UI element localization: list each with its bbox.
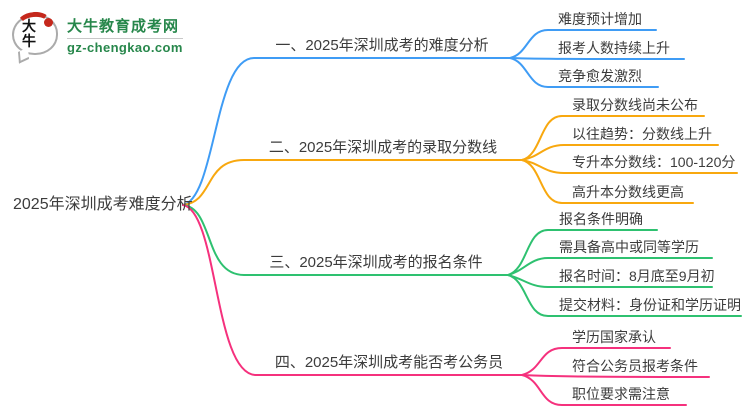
leaf-node: 报名时间：8月底至9月初 [559,268,715,284]
branch-1-leaf-2-line [509,57,685,60]
branch-2-leaf-2-line [521,144,719,161]
site-logo: 大牛 大牛教育成考网 gz-chengkao.com [12,10,183,55]
leaf-node: 提交材料：身份证和学历证明 [559,297,741,313]
branch-1-leaf-1-line [509,29,657,59]
branch-node-3: 三、2025年深圳成考的报名条件 [269,254,483,271]
branch-4-leaf-3-line [521,374,687,406]
leaf-node: 需具备高中或同等学历 [559,239,699,255]
branch-3-leaf-4-line [507,274,742,317]
branch-2-leaf-1-line [521,115,705,161]
leaf-node: 专升本分数线：100-120分 [572,154,736,170]
branch-4-leaf-2-line [521,374,710,378]
logo-bubble-icon: 大牛 [12,10,58,55]
logo-divider [67,37,183,39]
branch-node-4: 四、2025年深圳成考能否考公务员 [274,354,504,371]
leaf-node: 录取分数线尚未公布 [572,97,698,113]
branch-1-trunk-line [182,57,511,206]
branch-2-leaf-4-line [521,159,694,204]
leaf-node: 符合公务员报考条件 [572,358,698,374]
branch-4-leaf-1-line [521,347,671,376]
logo-text-block: 大牛教育成考网 gz-chengkao.com [67,15,183,55]
leaf-node: 报名条件明确 [559,211,643,227]
branch-3-trunk-line [182,204,509,276]
site-url: gz-chengkao.com [67,39,183,55]
logo-bubble-text: 大牛 [22,19,36,50]
branch-3-leaf-2-line [507,257,713,276]
branch-3-leaf-1-line [507,229,658,276]
branch-4-trunk-line [182,204,523,376]
branch-node-2: 二、2025年深圳成考的录取分数线 [268,139,498,156]
leaf-node: 职位要求需注意 [572,386,670,402]
leaf-node: 以往趋势：分数线上升 [572,126,712,142]
leaf-node: 报考人数持续上升 [558,40,670,56]
leaf-node: 学历国家承认 [572,329,656,345]
site-name: 大牛教育成考网 [67,17,180,35]
branch-1-leaf-3-line [509,57,659,88]
leaf-node: 难度预计增加 [558,11,642,27]
branch-2-trunk-line [182,159,523,206]
branch-node-1: 一、2025年深圳成考的难度分析 [275,37,489,54]
leaf-node: 竞争愈发激烈 [558,68,642,84]
logo-red-seal-icon [44,18,53,27]
root-node-label: 2025年深圳成考难度分析 [13,196,193,213]
leaf-node: 高升本分数线更高 [572,184,684,200]
